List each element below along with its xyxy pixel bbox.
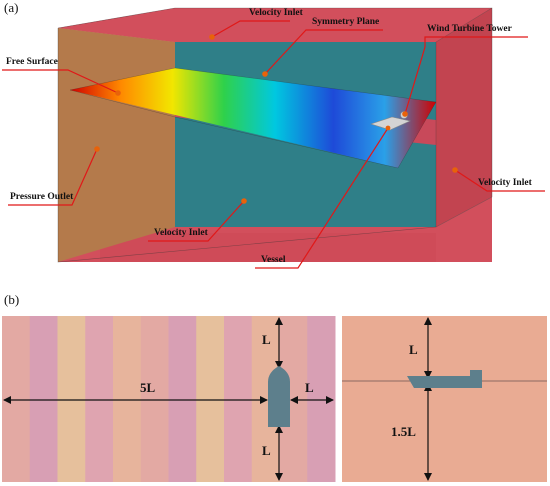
vessel-top-view [268, 366, 290, 427]
box-edges [57, 7, 493, 263]
callout-wind-turbine-tower [402, 36, 528, 117]
callout-vessel [255, 125, 391, 269]
bottom-face-lower [58, 233, 436, 262]
wave-stripe [140, 316, 169, 482]
wave-stripe [57, 316, 86, 482]
callout-velocity-inlet-right [452, 167, 545, 192]
wave-stripe [196, 316, 225, 482]
label-velocity-inlet-right: Velocity Inlet [478, 178, 532, 188]
callout-pressure-outlet [8, 146, 100, 206]
dim-label-bottom-L: L [262, 443, 271, 458]
box-edge-inner2 [435, 7, 493, 43]
velocity-inlet-right-face [436, 8, 492, 227]
label-free-surface: Free Surface [6, 57, 58, 67]
top-face-fill [58, 8, 492, 42]
panel-a [2, 7, 545, 269]
wave-stripe [113, 316, 142, 482]
side-dim-label-1-5L: 1.5L [391, 424, 416, 439]
vessel-model [370, 116, 411, 131]
callout-velocity-inlet-top [209, 20, 290, 40]
side-dim-label-top-L: L [409, 342, 418, 357]
label-symmetry-plane: Symmetry Plane [312, 17, 380, 27]
wave-stripe [29, 316, 58, 482]
panel-b-label: (b) [4, 292, 20, 307]
callout-symmetry-plane [262, 29, 383, 77]
vessel-side-view [407, 376, 470, 388]
label-velocity-inlet-top: Velocity Inlet [249, 8, 303, 18]
dim-label-5L: 5L [140, 380, 156, 395]
free-surface [70, 68, 436, 168]
panel-b-side-view [342, 316, 547, 482]
side-view-field [342, 316, 547, 482]
callout-free-surface [2, 69, 121, 96]
tower-side-view [470, 370, 482, 388]
wave-stripe [224, 316, 253, 482]
panel-b-top-view [2, 316, 336, 482]
label-velocity-inlet-bottom: Velocity Inlet [154, 228, 208, 238]
dim-label-right-L: L [305, 380, 314, 395]
panel-a-label: (a) [4, 0, 19, 15]
label-vessel: Vessel [261, 255, 286, 265]
wave-stripe [168, 316, 197, 482]
label-wind-turbine-tower: Wind Turbine Tower [427, 24, 512, 34]
pressure-outlet-face [58, 28, 175, 262]
dim-label-top-L: L [262, 332, 271, 347]
label-pressure-outlet: Pressure Outlet [10, 192, 74, 202]
callout-velocity-inlet-bottom [148, 198, 247, 242]
free-surface-edge [69, 67, 437, 169]
wave-stripe [85, 316, 114, 482]
